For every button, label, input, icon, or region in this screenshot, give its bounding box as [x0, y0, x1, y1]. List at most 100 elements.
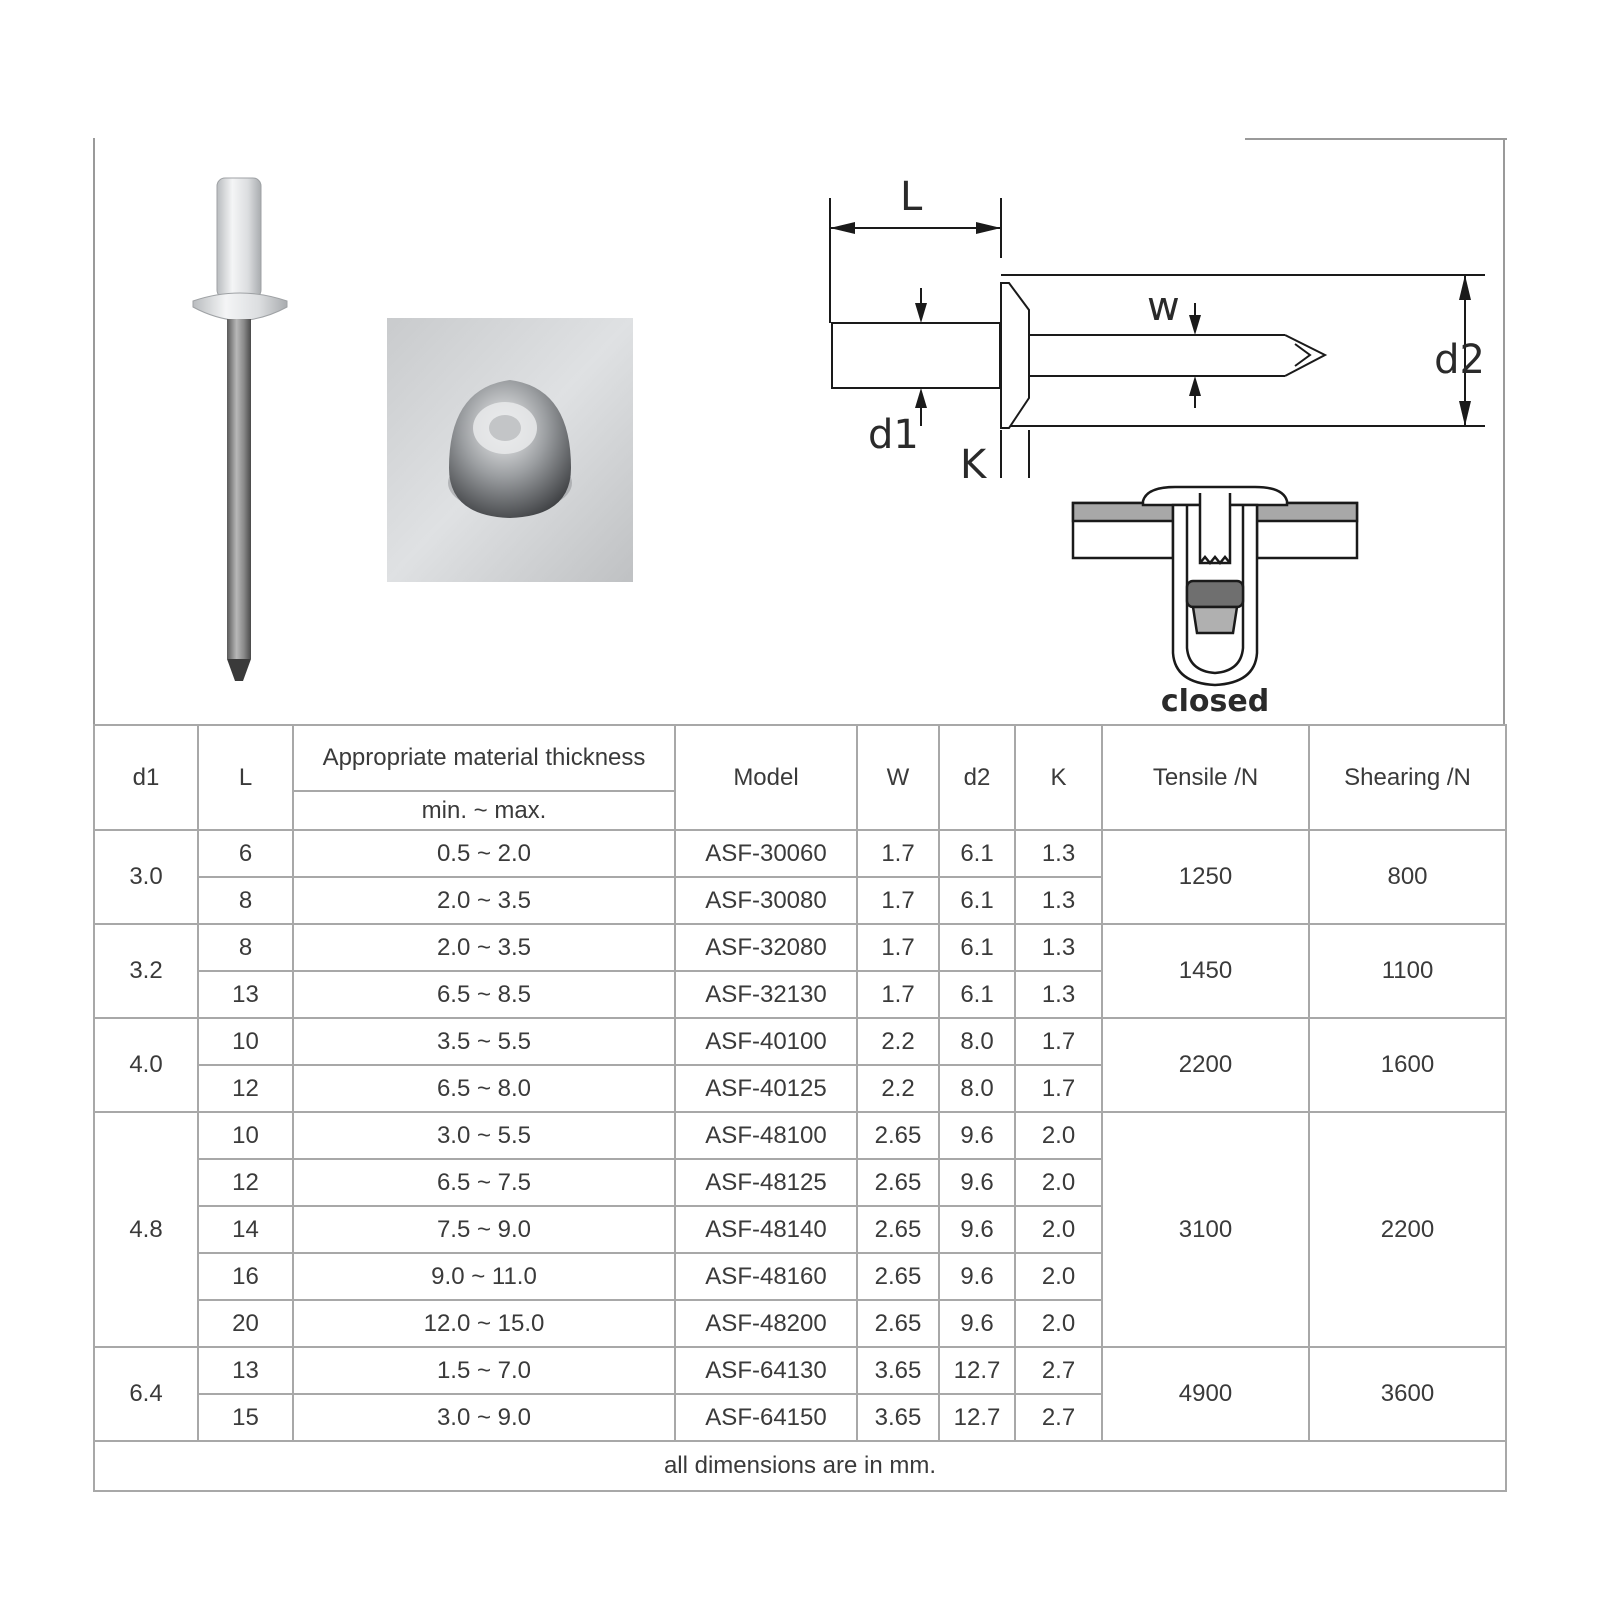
cell-K: 2.7	[1014, 1393, 1103, 1442]
cell-d2: 8.0	[938, 1064, 1016, 1113]
cell-W: 1.7	[856, 923, 940, 972]
cell-shearing: 1100	[1308, 923, 1507, 1019]
header-tensile: Tensile /N	[1101, 724, 1310, 831]
figure-panel: L w d1 d2 K	[93, 138, 1507, 724]
cell-model: ASF-48160	[674, 1252, 858, 1301]
header-W: W	[856, 724, 940, 831]
cell-L: 8	[197, 923, 294, 972]
table-row: 4.0 10 3.5 ~ 5.5 ASF-40100 2.2 8.0 1.7 2…	[93, 1017, 1507, 1113]
cell-L: 10	[197, 1017, 294, 1066]
header-d1: d1	[93, 724, 199, 831]
cell-K: 2.7	[1014, 1346, 1103, 1395]
label-K: K	[960, 442, 988, 478]
cell-model: ASF-40100	[674, 1017, 858, 1066]
table-row: 16 9.0 ~ 11.0 ASF-48160 2.65 9.6 2.0	[94, 1252, 1506, 1301]
cell-d1: 3.0	[93, 829, 199, 925]
closed-label: closed	[1161, 684, 1269, 718]
cell-d2: 12.7	[938, 1393, 1016, 1442]
dimension-drawing: L w d1 d2 K	[829, 174, 1485, 478]
cell-shearing: 3600	[1308, 1346, 1507, 1442]
cell-L: 15	[197, 1393, 294, 1442]
cell-d1: 4.0	[93, 1017, 199, 1113]
label-w: w	[1147, 284, 1180, 330]
cell-model: ASF-40125	[674, 1064, 858, 1113]
table-row: 20 12.0 ~ 15.0 ASF-48200 2.65 9.6 2.0	[94, 1299, 1506, 1348]
rivet-mandrel-photo	[227, 319, 251, 659]
header-subrow: min. ~ max.	[94, 790, 1506, 831]
rivet-head-closeup-photo	[387, 318, 633, 582]
cell-W: 2.65	[856, 1111, 940, 1160]
cell-d2: 6.1	[938, 876, 1016, 925]
cell-d2: 9.6	[938, 1299, 1016, 1348]
cell-thickness: 2.0 ~ 3.5	[292, 923, 676, 972]
table-row: 4.8 10 3.0 ~ 5.5 ASF-48100 2.65 9.6 2.0 …	[93, 1111, 1507, 1348]
header-thickness: Appropriate material thickness	[292, 724, 676, 792]
cell-thickness: 7.5 ~ 9.0	[292, 1205, 676, 1254]
cell-L: 12	[197, 1158, 294, 1207]
cell-d2: 9.6	[938, 1205, 1016, 1254]
cell-thickness: 3.0 ~ 5.5	[292, 1111, 676, 1160]
table-row: 3.0 6 0.5 ~ 2.0 ASF-30060 1.7 6.1 1.3 12…	[93, 829, 1507, 925]
header-row: d1 L Appropriate material thickness Mode…	[93, 724, 1507, 831]
cell-model: ASF-30080	[674, 876, 858, 925]
cell-model: ASF-32130	[674, 970, 858, 1019]
cell-W: 2.2	[856, 1064, 940, 1113]
cell-K: 1.3	[1014, 829, 1103, 878]
cell-W: 2.65	[856, 1252, 940, 1301]
header-L: L	[197, 724, 294, 831]
cell-thickness: 3.5 ~ 5.5	[292, 1017, 676, 1066]
cell-shearing: 800	[1308, 829, 1507, 925]
cell-model: ASF-64130	[674, 1346, 858, 1395]
cell-K: 1.3	[1014, 970, 1103, 1019]
cell-thickness: 9.0 ~ 11.0	[292, 1252, 676, 1301]
table-row: 3.2 8 2.0 ~ 3.5 ASF-32080 1.7 6.1 1.3 14…	[93, 923, 1507, 1019]
label-d2: d2	[1434, 337, 1485, 383]
cell-W: 2.65	[856, 1205, 940, 1254]
cell-K: 2.0	[1014, 1299, 1103, 1348]
cell-model: ASF-48140	[674, 1205, 858, 1254]
header-shearing: Shearing /N	[1308, 724, 1507, 831]
cell-thickness: 2.0 ~ 3.5	[292, 876, 676, 925]
cell-L: 6	[197, 829, 294, 878]
cell-thickness: 6.5 ~ 7.5	[292, 1158, 676, 1207]
cell-K: 2.0	[1014, 1205, 1103, 1254]
cell-d1: 6.4	[93, 1346, 199, 1442]
cell-W: 3.65	[856, 1393, 940, 1442]
cell-W: 3.65	[856, 1346, 940, 1395]
cell-model: ASF-30060	[674, 829, 858, 878]
cell-shearing: 1600	[1308, 1017, 1507, 1113]
top-rule	[1245, 138, 1507, 140]
cell-K: 1.7	[1014, 1017, 1103, 1066]
cell-d2: 9.6	[938, 1158, 1016, 1207]
label-d1: d1	[868, 412, 919, 458]
label-L: L	[900, 174, 923, 220]
cell-d2: 6.1	[938, 970, 1016, 1019]
cell-d2: 6.1	[938, 829, 1016, 878]
cell-model: ASF-48100	[674, 1111, 858, 1160]
cell-thickness: 1.5 ~ 7.0	[292, 1346, 676, 1395]
cell-L: 12	[197, 1064, 294, 1113]
rivet-mandrel-tip	[227, 659, 251, 681]
cell-tensile: 1250	[1101, 829, 1310, 925]
rivet-head-photo	[192, 292, 288, 322]
cell-d2: 6.1	[938, 923, 1016, 972]
rivet-shank-photo	[216, 177, 262, 299]
cell-K: 1.3	[1014, 876, 1103, 925]
header-thickness-sub: min. ~ max.	[292, 790, 676, 831]
cell-d1: 3.2	[93, 923, 199, 1019]
cell-model: ASF-32080	[674, 923, 858, 972]
cell-model: ASF-48200	[674, 1299, 858, 1348]
header-K: K	[1014, 724, 1103, 831]
cell-tensile: 1450	[1101, 923, 1310, 1019]
cell-K: 1.7	[1014, 1064, 1103, 1113]
table-row: 12 6.5 ~ 7.5 ASF-48125 2.65 9.6 2.0	[94, 1158, 1506, 1207]
table-row: 8 2.0 ~ 3.5 ASF-30080 1.7 6.1 1.3	[94, 876, 1506, 925]
cell-L: 20	[197, 1299, 294, 1348]
cell-tensile: 4900	[1101, 1346, 1310, 1442]
footnote: all dimensions are in mm.	[93, 1440, 1507, 1492]
cell-thickness: 6.5 ~ 8.5	[292, 970, 676, 1019]
spec-table: d1 L Appropriate material thickness Mode…	[93, 724, 1507, 1492]
cell-L: 10	[197, 1111, 294, 1160]
cell-thickness: 6.5 ~ 8.0	[292, 1064, 676, 1113]
cell-K: 1.3	[1014, 923, 1103, 972]
